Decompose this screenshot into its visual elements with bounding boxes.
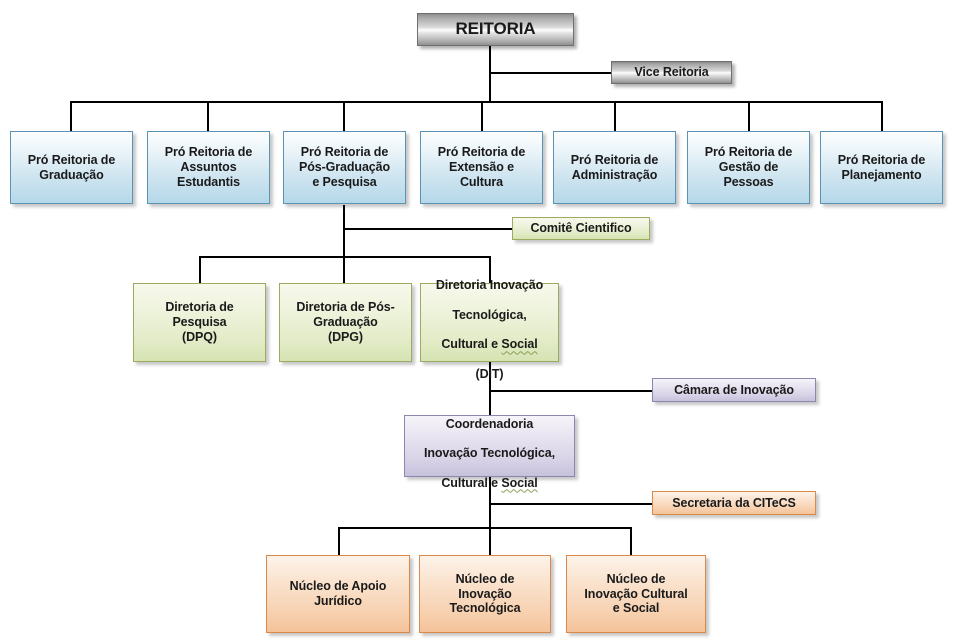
coordenadoria-line-3-flagged-word: Social [501,475,538,490]
node-pro-reitoria-pos-graduacao-label: Pró Reitoria de Pós-Graduação e Pesquisa [298,145,391,189]
connector-pro-pos-to-comite [343,228,513,230]
connector-pro-reitoria-bus [70,101,882,103]
node-secretaria-citecs[interactable]: Secretaria da CITeCS [652,491,816,515]
node-diretoria-inovacao-tecnologica[interactable]: Diretoria Inovação Tecnológica, Cultural… [420,278,559,381]
node-pro-reitoria-graduacao-label: Pró Reitoria de Graduação [27,152,116,182]
node-vice-reitoria[interactable]: Vice Reitoria [611,61,732,84]
node-pro-reitoria-assuntos[interactable]: Pró Reitoria de Assuntos Estudantis [147,131,270,204]
node-secretaria-citecs-label: Secretaria da CITeCS [672,495,796,510]
node-pro-reitoria-gestao-pessoas-label: Pró Reitoria de Gestão de Pessoas [704,145,793,189]
node-nucleo-inovacao-cultural-social-label: Núcleo de Inovação Cultural e Social [584,571,688,616]
dit-line-3: Cultural e [441,337,502,352]
node-pro-reitoria-administracao[interactable]: Pró Reitoria de Administração [553,131,676,204]
coordenadoria-line-1: Coordenadoria [445,416,534,431]
connector-drop-nucleo-juridico [338,527,340,555]
node-diretoria-pesquisa[interactable]: Diretoria de Pesquisa (DPQ) [133,283,266,362]
node-nucleo-apoio-juridico[interactable]: Núcleo de Apoio Jurídico [266,555,410,633]
coordenadoria-line-3: Cultural e [441,475,502,490]
node-camara-inovacao-label: Câmara de Inovação [674,382,794,397]
node-pro-reitoria-graduacao[interactable]: Pró Reitoria de Graduação [10,131,133,204]
node-diretoria-inovacao-tecnologica-label: Diretoria Inovação Tecnológica, Cultural… [432,264,547,382]
node-reitoria-label: REITORIA [455,19,536,39]
connector-drop-pro-assuntos [207,101,209,131]
connector-pro-pos-stem [343,205,345,257]
connector-dit-to-camara [489,390,653,392]
node-pro-reitoria-extensao[interactable]: Pró Reitoria de Extensão e Cultura [420,131,543,204]
node-coordenadoria-label: Coordenadoria Inovação Tecnológica, Cult… [420,402,559,491]
connector-drop-pro-graduacao [70,101,72,131]
connector-nucleos-bus [338,527,630,529]
dit-line-2: Tecnológica, [452,307,527,322]
node-reitoria[interactable]: REITORIA [417,13,574,46]
dit-line-3-flagged-word: Social [501,337,538,352]
connector-coordenadoria-stem [489,477,491,555]
node-nucleo-inovacao-tecnologica-label: Núcleo de Inovação Tecnológica [449,571,521,616]
connector-drop-nucleo-tecnologica [489,527,491,555]
node-diretoria-pos-graduacao-label: Diretoria de Pós- Graduação (DPG) [296,300,395,344]
node-camara-inovacao[interactable]: Câmara de Inovação [652,378,816,402]
connector-reitoria-to-vice [489,72,612,74]
connector-drop-dit [489,256,491,283]
node-coordenadoria[interactable]: Coordenadoria Inovação Tecnológica, Cult… [404,415,575,490]
node-pro-reitoria-planejamento[interactable]: Pró Reitoria de Planejamento [820,131,943,204]
node-pro-reitoria-administracao-label: Pró Reitoria de Administração [570,152,659,182]
connector-drop-pro-extensao [481,101,483,131]
node-vice-reitoria-label: Vice Reitoria [634,65,709,80]
connector-drop-nucleo-cultural [630,527,632,555]
node-nucleo-apoio-juridico-label: Núcleo de Apoio Jurídico [289,579,387,608]
dit-line-1: Diretoria Inovação [435,278,544,293]
node-nucleo-inovacao-cultural-social[interactable]: Núcleo de Inovação Cultural e Social [566,555,706,633]
node-diretoria-pos-graduacao[interactable]: Diretoria de Pós- Graduação (DPG) [279,283,412,362]
node-pro-reitoria-planejamento-label: Pró Reitoria de Planejamento [837,152,926,182]
dit-line-4: (DIT) [475,366,504,381]
node-pro-reitoria-extensao-label: Pró Reitoria de Extensão e Cultura [437,145,526,189]
node-diretoria-pesquisa-label: Diretoria de Pesquisa (DPQ) [165,300,234,344]
coordenadoria-line-2: Inovação Tecnológica, [423,446,556,460]
connector-drop-pro-pos [343,101,345,131]
node-comite-cientifico[interactable]: Comitê Cientifico [512,217,650,240]
connector-drop-pro-administracao [614,101,616,131]
connector-coordenadoria-to-secretaria [489,503,653,505]
node-comite-cientifico-label: Comitê Cientifico [530,221,632,236]
connector-drop-dpg [343,256,345,283]
node-pro-reitoria-gestao-pessoas[interactable]: Pró Reitoria de Gestão de Pessoas [687,131,810,204]
connector-drop-pro-gestao [748,101,750,131]
connector-dit-stem [489,362,491,415]
connector-drop-pro-planejamento [881,101,883,131]
node-pro-reitoria-assuntos-label: Pró Reitoria de Assuntos Estudantis [164,145,253,189]
node-nucleo-inovacao-tecnologica[interactable]: Núcleo de Inovação Tecnológica [419,555,551,633]
node-pro-reitoria-pos-graduacao[interactable]: Pró Reitoria de Pós-Graduação e Pesquisa [283,131,406,204]
connector-drop-dpq [199,256,201,283]
